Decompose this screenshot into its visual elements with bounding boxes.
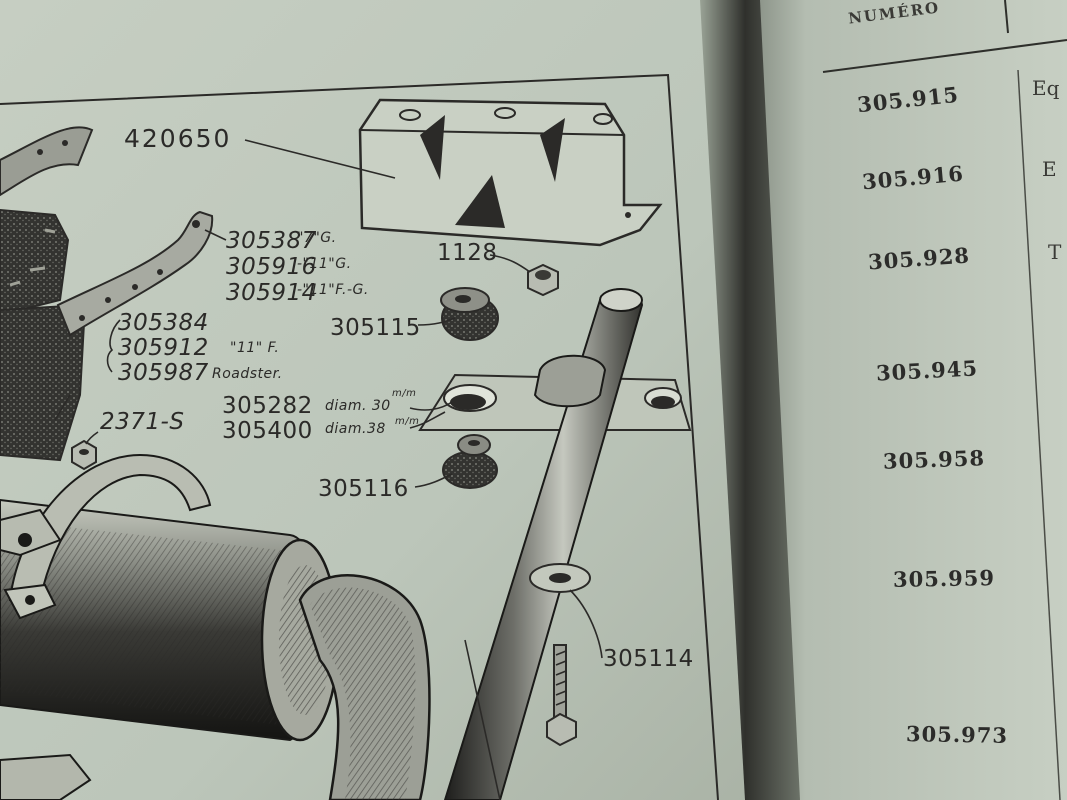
label-305400-unit: m/m bbox=[395, 416, 420, 427]
label-305916: 305916 bbox=[226, 254, 317, 280]
label-305914: 305914 bbox=[226, 280, 317, 306]
label-305912-note: "11" F. bbox=[230, 340, 280, 356]
part-number-6: 305.959 bbox=[892, 565, 996, 592]
label-305384: 305384 bbox=[118, 310, 209, 336]
part-number-7: 305.973 bbox=[905, 721, 1009, 748]
label-305116: 305116 bbox=[318, 476, 409, 502]
label-305916-note: -"11"G. bbox=[297, 256, 352, 272]
label-2371-S: 2371-S bbox=[100, 409, 185, 435]
label-305387-note: "7"G. bbox=[297, 230, 337, 246]
label-305914-note: -"11"F.-G. bbox=[297, 282, 369, 298]
label-305987: 305987 bbox=[118, 360, 209, 386]
label-305387: 305387 bbox=[226, 228, 317, 254]
part-number-4: 305.945 bbox=[875, 355, 979, 386]
label-305115: 305115 bbox=[330, 315, 421, 341]
cut-text-t: T bbox=[1048, 240, 1062, 264]
label-1128: 1128 bbox=[437, 240, 498, 266]
label-305114: 305114 bbox=[603, 646, 694, 672]
label-305282-unit: m/m bbox=[392, 388, 417, 399]
cut-text-e: E bbox=[1042, 157, 1057, 181]
part-number-5: 305.958 bbox=[882, 445, 986, 474]
label-305987-note: Roadster. bbox=[212, 366, 283, 382]
cut-text-eq: Eq bbox=[1032, 76, 1060, 100]
label-305400: 305400 bbox=[222, 418, 313, 444]
label-305282-note: diam. 30 bbox=[325, 398, 391, 414]
label-305282: 305282 bbox=[222, 393, 313, 419]
label-305400-note: diam.38 bbox=[325, 421, 386, 437]
label-305912: 305912 bbox=[118, 335, 209, 361]
label-420650: 420650 bbox=[124, 124, 232, 153]
